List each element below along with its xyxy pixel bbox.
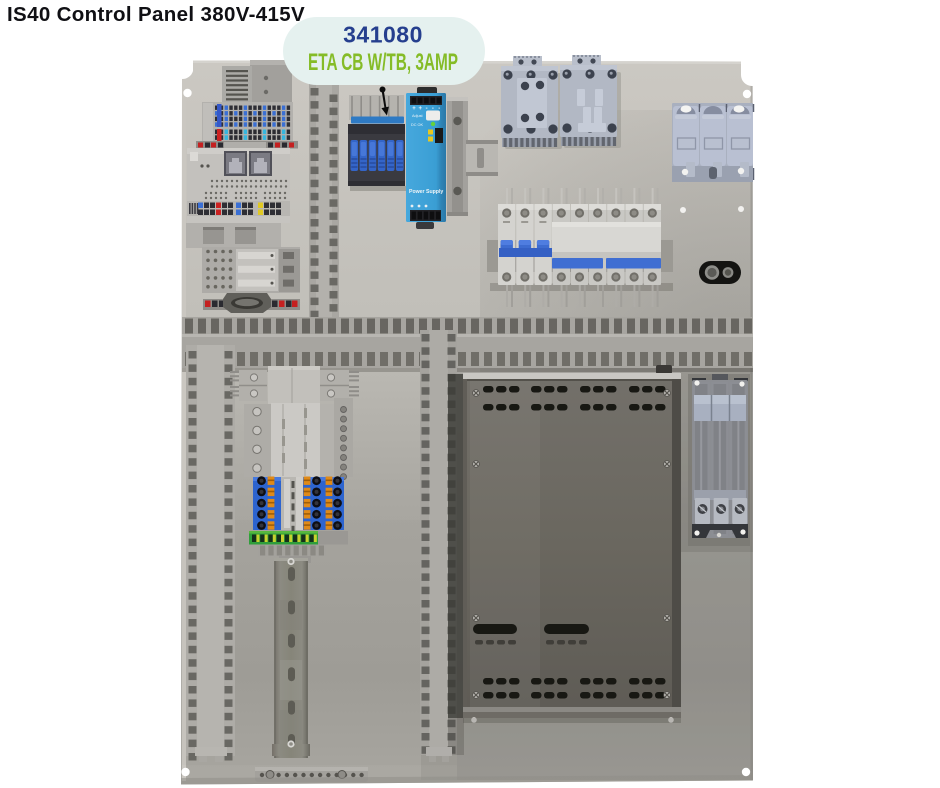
svg-text:+: + xyxy=(412,106,416,112)
svg-text:341080: 341080 xyxy=(343,22,423,48)
svg-text:ETA CB W/TB, 3AMP: ETA CB W/TB, 3AMP xyxy=(308,50,458,76)
svg-text:-: - xyxy=(438,106,440,112)
svg-text:Adjust: Adjust xyxy=(412,114,423,118)
svg-text:Power Supply: Power Supply xyxy=(409,189,443,195)
svg-text:IS40 Control Panel 380V-415V: IS40 Control Panel 380V-415V xyxy=(7,3,305,26)
svg-text:DC OK: DC OK xyxy=(411,123,423,127)
svg-text:-: - xyxy=(426,106,428,112)
svg-text:+: + xyxy=(419,106,423,112)
svg-text:-: - xyxy=(432,106,434,112)
